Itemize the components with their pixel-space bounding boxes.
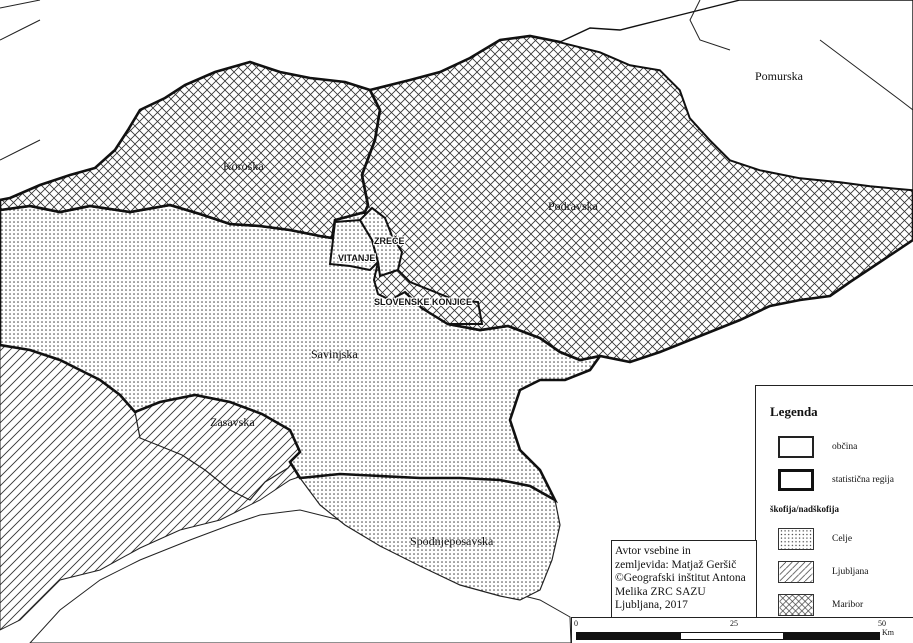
legend-label-celje: Celje (832, 534, 853, 544)
legend-row-ljubljana: Ljubljana (778, 561, 868, 583)
scale-segment-2 (680, 632, 784, 640)
label-vitanje: VITANJE (338, 253, 375, 263)
legend-row-celje: Celje (778, 528, 852, 550)
scale-tick-0: 0 (574, 619, 578, 628)
scale-unit: Km (882, 628, 894, 637)
author-line-3: ©Geografski inštitut Antona (615, 572, 746, 584)
municipality-zrece (358, 206, 404, 278)
scale-segment-1 (576, 632, 680, 640)
border-line-northwest (0, 0, 41, 161)
legend-label-obcina: občina (832, 442, 858, 452)
legend-subtitle: škofija/nadškofija (770, 504, 840, 514)
scale-bar: 0 25 50 Km (571, 617, 913, 643)
legend-label-maribor: Maribor (832, 600, 864, 610)
label-zasavska: Zasavska (210, 415, 255, 429)
author-line-5: Ljubljana, 2017 (615, 599, 688, 611)
legend-swatch-maribor (778, 594, 814, 616)
border-line-pomurska-inner (689, 0, 913, 111)
municipality-slovenske-konjice (372, 261, 484, 325)
legend-title: Legenda (770, 404, 818, 419)
legend-row-obcina: občina (778, 436, 857, 458)
label-pomurska: Pomurska (755, 69, 804, 83)
legend-swatch-obcina (778, 436, 814, 458)
label-spodnjeposavska: Spodnjeposavska (410, 534, 494, 548)
label-koroska: Koroška (223, 159, 264, 173)
legend-label-ljubljana: Ljubljana (832, 567, 869, 577)
legend-swatch-regija (778, 469, 814, 491)
region-pomurska (557, 0, 913, 191)
author-line-4: Melika ZRC SAZU (615, 585, 706, 598)
legend-swatch-celje (778, 528, 814, 550)
region-koroska (0, 60, 382, 240)
label-podravska: Podravska (548, 199, 599, 213)
scale-tick-25: 25 (730, 619, 738, 628)
label-slovenske-konjice: SLOVENSKE KONJICE (374, 297, 472, 307)
legend-row-maribor: Maribor (778, 594, 863, 616)
legend-row-regija: statistična regija (778, 469, 894, 491)
author-line-1: Avtor vsebine in (615, 545, 691, 557)
scale-segment-3 (784, 632, 880, 640)
label-zrece: ZREČE (374, 235, 405, 246)
author-line-2: zemljevida: Matjaž Geršič (615, 558, 737, 571)
legend-label-regija: statistična regija (832, 475, 894, 485)
legend-swatch-ljubljana (778, 561, 814, 583)
label-savinjska: Savinjska (311, 347, 358, 361)
legend-panel: Legenda občina statistična regija škofij… (755, 385, 913, 643)
scale-tick-50: 50 (878, 619, 886, 628)
